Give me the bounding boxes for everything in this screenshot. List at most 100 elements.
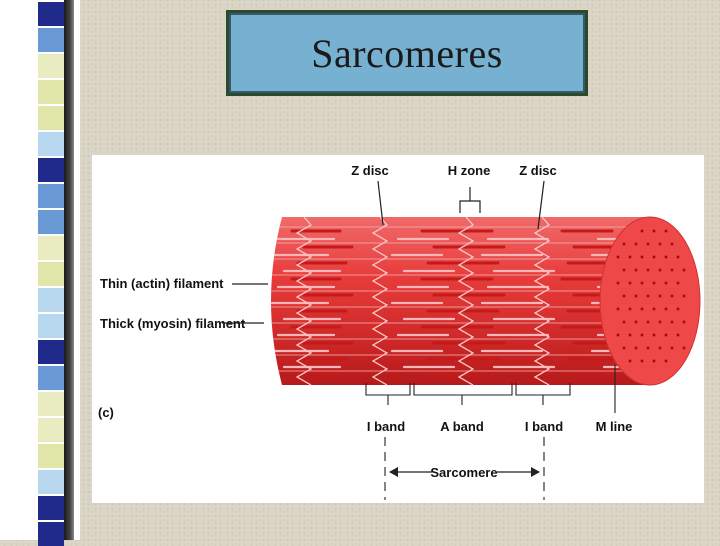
end-cap-dot	[616, 333, 620, 337]
end-cap-dot	[670, 320, 674, 324]
end-cap-dot	[622, 294, 626, 298]
end-cap-dot	[658, 242, 662, 246]
i-band-left-label: I band	[367, 419, 405, 434]
sarcomere-figure: Z disc H zone Z disc Thin (actin) filame…	[92, 155, 704, 503]
end-cap-dot	[628, 333, 632, 337]
end-cap-dot	[682, 320, 686, 324]
strip-square	[38, 444, 64, 468]
end-cap-dot	[652, 333, 656, 337]
sarcomere-arrowhead-left	[389, 467, 398, 477]
end-cap-dot	[682, 294, 686, 298]
thin-filament-label: Thin (actin) filament	[100, 276, 224, 291]
title-box: Sarcomeres	[226, 10, 588, 96]
i-band-left-bracket	[365, 383, 411, 405]
end-cap-dot	[646, 294, 650, 298]
end-cap-dot	[664, 307, 668, 311]
strip-square	[38, 2, 64, 26]
strip-square	[38, 210, 64, 234]
z-disc-left-label: Z disc	[351, 163, 389, 178]
strip-square	[38, 158, 64, 182]
sarcomere-diagram: Z disc H zone Z disc Thin (actin) filame…	[98, 163, 701, 500]
end-cap-dot	[676, 281, 680, 285]
end-cap-dot	[640, 281, 644, 285]
end-cap-dot	[652, 281, 656, 285]
end-cap-dot	[616, 255, 620, 259]
z-disc-lines	[295, 217, 551, 385]
strip-square	[38, 132, 64, 156]
end-cap-dot	[670, 346, 674, 350]
m-line-zigzag	[457, 217, 475, 385]
z-disc-line	[295, 217, 313, 385]
end-cap-dot	[682, 346, 686, 350]
end-cap-dot	[652, 359, 656, 363]
end-cap-dot	[664, 281, 668, 285]
sarcomere-arrowhead-right	[531, 467, 540, 477]
strip-square	[38, 366, 64, 390]
a-band-bracket	[413, 383, 513, 405]
strip-square	[38, 28, 64, 52]
strip-square	[38, 418, 64, 442]
myofibril-end-cap	[599, 216, 701, 386]
end-cap-dot	[616, 281, 620, 285]
end-cap-dot	[640, 333, 644, 337]
end-cap-dot	[670, 268, 674, 272]
end-cap-dot	[628, 307, 632, 311]
strip-square	[38, 470, 64, 494]
end-cap-dot	[628, 359, 632, 363]
end-cap-dot	[628, 255, 632, 259]
end-cap-dot	[658, 294, 662, 298]
end-cap-dot	[664, 359, 668, 363]
end-cap-dot	[616, 307, 620, 311]
end-cap-dot	[670, 242, 674, 246]
end-cap-dot	[634, 242, 638, 246]
end-cap-dot	[646, 268, 650, 272]
strip-square	[38, 496, 64, 520]
end-cap-dot	[634, 294, 638, 298]
end-cap-dot	[640, 229, 644, 233]
h-zone-label: H zone	[448, 163, 491, 178]
end-cap-dot	[664, 333, 668, 337]
z-disc-right-pointer	[537, 180, 545, 230]
z-disc-line	[371, 217, 389, 385]
strip-square	[38, 522, 64, 546]
left-decorative-strip	[0, 0, 80, 546]
strip-square	[38, 288, 64, 312]
end-cap-dot	[664, 255, 668, 259]
strip-square	[38, 262, 64, 286]
strip-square	[38, 392, 64, 416]
strip-edge	[64, 0, 74, 540]
end-cap-dot	[646, 320, 650, 324]
i-band-right-bracket	[515, 383, 571, 405]
end-cap-dot	[634, 268, 638, 272]
h-zone-bracket	[459, 187, 481, 213]
z-disc-line	[533, 217, 551, 385]
end-cap-dot	[682, 268, 686, 272]
end-cap-dot	[634, 346, 638, 350]
z-disc-right-label: Z disc	[519, 163, 557, 178]
thick-filament-label: Thick (myosin) filament	[100, 316, 246, 331]
a-band-label: A band	[440, 419, 484, 434]
end-cap-dots	[616, 229, 686, 363]
end-cap-dot	[676, 255, 680, 259]
end-cap-dot	[664, 229, 668, 233]
end-cap-dot	[652, 229, 656, 233]
end-cap-dot	[676, 333, 680, 337]
end-cap-dot	[628, 281, 632, 285]
end-cap-dot	[652, 255, 656, 259]
end-cap-dot	[658, 346, 662, 350]
end-cap-dot	[652, 307, 656, 311]
i-band-right-label: I band	[525, 419, 563, 434]
strip-square	[38, 236, 64, 260]
end-cap-dot	[670, 294, 674, 298]
end-cap-dot	[676, 307, 680, 311]
strip-square	[38, 54, 64, 78]
end-cap-dot	[646, 242, 650, 246]
end-cap-dot	[640, 307, 644, 311]
end-cap-dot	[622, 268, 626, 272]
end-cap-dot	[622, 320, 626, 324]
end-cap-dot	[640, 255, 644, 259]
m-line-label: M line	[596, 419, 633, 434]
end-cap-dot	[646, 346, 650, 350]
panel-label: (c)	[98, 405, 114, 420]
strip-square	[38, 184, 64, 208]
